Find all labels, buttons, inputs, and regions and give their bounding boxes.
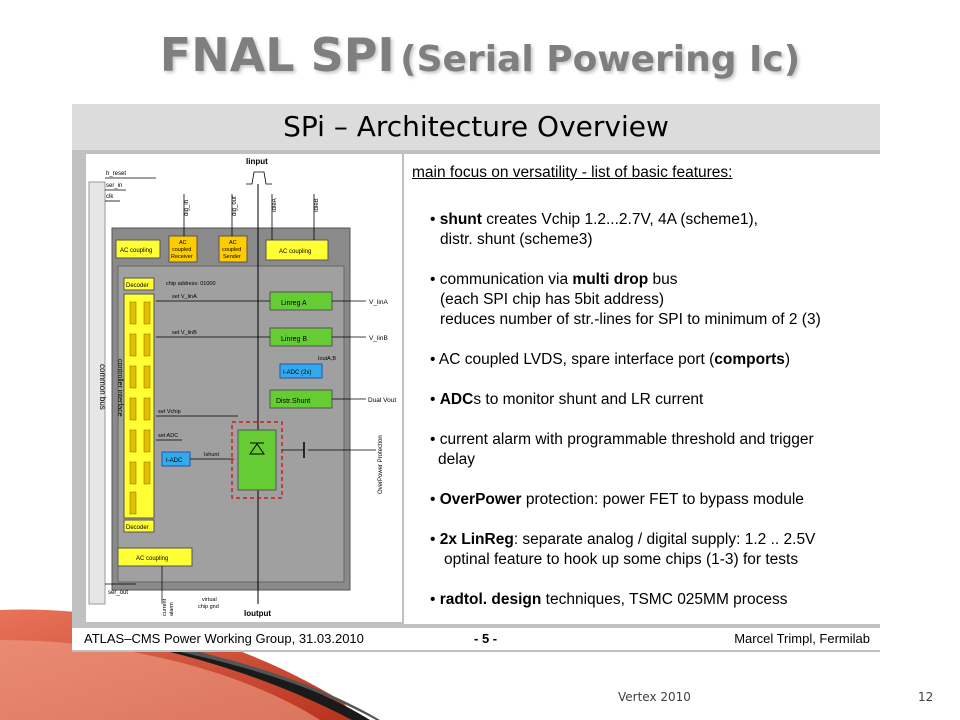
svg-text:Linreg A: Linreg A <box>281 300 307 307</box>
svg-text:AC coupling: AC coupling <box>136 556 168 562</box>
controller-interface-label: controller interface <box>116 359 123 417</box>
svg-text:coupled: coupled <box>172 247 191 253</box>
shunt-protection-region <box>231 421 283 499</box>
feature-item: • ADCs to monitor shunt and LR current <box>430 391 704 408</box>
feature-item: • 2x LinReg: separate analog / digital s… <box>430 531 816 548</box>
feature-item: • shunt creates Vchip 1.2...2.7V, 4A (sc… <box>430 211 758 228</box>
svg-text:AC: AC <box>229 240 237 246</box>
set-vchip-label: set Vchip <box>158 409 181 415</box>
virtual-gnd-label-1: virtual <box>202 597 217 603</box>
ac-receiver <box>168 235 198 263</box>
feature-item-cont: distr. shunt (scheme3) <box>440 231 593 248</box>
slide-title-parenthetical: (Serial Powering Ic) <box>400 39 801 80</box>
chip-inner <box>117 265 345 583</box>
i-adc-2x <box>279 363 323 379</box>
feature-item-cont: optinal feature to hook up some chips (1… <box>444 551 799 568</box>
architecture-diagram-panel: common bus h_reset ser_in clk AC couplin… <box>86 154 402 622</box>
shunt-block <box>237 429 277 491</box>
svg-text:AC coupling: AC coupling <box>279 249 311 255</box>
svg-text:AC: AC <box>179 240 187 246</box>
ac-coupling-top-label: AC coupling <box>120 248 152 254</box>
signal-dig-out: dig_out <box>232 196 238 216</box>
output-current-label: Ioutput <box>244 609 271 618</box>
ac-coupling-right <box>265 239 329 261</box>
features-heading: main focus on versatility - list of basi… <box>412 164 733 181</box>
signal-ser-out: ser_out <box>108 590 128 596</box>
feature-item: • AC coupled LVDS, spare interface port … <box>430 351 791 368</box>
embedded-slide: SPi – Architecture Overview common bus h… <box>72 104 880 652</box>
virtual-gnd-label-2: chip gnd <box>198 604 219 610</box>
feature-item: • OverPower protection: power FET to byp… <box>430 491 804 508</box>
slide-footer-center: Vertex 2010 <box>618 690 691 704</box>
set-adc-label: set ADC <box>158 433 178 439</box>
ac-sender <box>218 235 248 263</box>
features-panel: main focus on versatility - list of basi… <box>404 154 880 624</box>
embedded-footer-page: - 5 - <box>474 631 498 646</box>
svg-text:Decoder: Decoder <box>126 283 149 289</box>
feature-item-cont: (each SPI chip has 5bit address) <box>440 291 665 308</box>
common-bus-label: common bus <box>98 364 107 410</box>
feature-item: • radtol. design techniques, TSMC 025MM … <box>430 591 788 608</box>
svg-text:I-ADC (2x): I-ADC (2x) <box>283 370 311 376</box>
ioutab-label: IoutA,B <box>318 356 336 362</box>
signal-ser-in: ser_in <box>106 183 122 189</box>
embedded-slide-title: SPi – Architecture Overview <box>72 104 880 150</box>
embedded-footer: ATLAS–CMS Power Working Group, 31.03.201… <box>72 628 880 650</box>
signal-idlea: IdleA <box>272 198 278 212</box>
chip-address-label: chip address: 01000 <box>166 281 216 287</box>
slide-title-main: FNAL SPI <box>159 28 395 82</box>
signal-dig-in: dig_in <box>184 200 190 216</box>
embedded-footer-left: ATLAS–CMS Power Working Group, 31.03.201… <box>84 631 364 646</box>
feature-item: • current alarm with programmable thresh… <box>430 431 814 448</box>
architecture-diagram: common bus h_reset ser_in clk AC couplin… <box>88 157 396 618</box>
set-vlinb-label: set V_linB <box>172 330 197 336</box>
embedded-footer-right: Marcel Trimpl, Fermilab <box>734 631 870 646</box>
feature-item: • communication via multi drop bus <box>430 271 678 288</box>
overpower-protection-label: OverPower Protection <box>378 435 384 494</box>
current-alarm-label-1: current <box>162 598 168 616</box>
signal-h-reset: h_reset <box>106 171 126 177</box>
svg-text:I-ADC: I-ADC <box>166 458 183 464</box>
feature-item-cont: reduces number of str.-lines for SPI to … <box>440 311 821 328</box>
signal-clk: clk <box>106 194 114 200</box>
svg-text:coupled: coupled <box>222 247 241 253</box>
svg-text:Distr.Shunt: Distr.Shunt <box>276 398 310 405</box>
ishunt-label: Ishunt <box>204 452 219 458</box>
svg-text:Linreg B: Linreg B <box>281 336 307 343</box>
current-alarm-label-2: alarm <box>169 602 175 616</box>
input-current-label: Iinput <box>246 157 268 166</box>
shunt-diode-icon <box>249 443 265 455</box>
decoder-top <box>123 277 155 291</box>
slide-page-number: 12 <box>918 690 934 704</box>
common-bus <box>88 181 106 605</box>
decoder-bottom <box>123 519 155 533</box>
dual-vout-label: Dual Vout <box>368 397 396 404</box>
slide-title: FNAL SPI (Serial Powering Ic) <box>0 28 960 82</box>
svg-text:Decoder: Decoder <box>126 525 149 531</box>
svg-text:Sender: Sender <box>223 254 241 260</box>
signal-idleb: IdleB <box>314 198 320 212</box>
set-vlina-label: set V_linA <box>172 294 197 300</box>
ac-coupling-top <box>115 239 161 259</box>
v-linb-label: V_linB <box>369 335 388 342</box>
v-lina-label: V_linA <box>369 299 388 306</box>
feature-item-cont: delay <box>438 451 476 468</box>
svg-text:Receiver: Receiver <box>171 254 193 260</box>
ac-coupling-bottom <box>117 547 193 567</box>
